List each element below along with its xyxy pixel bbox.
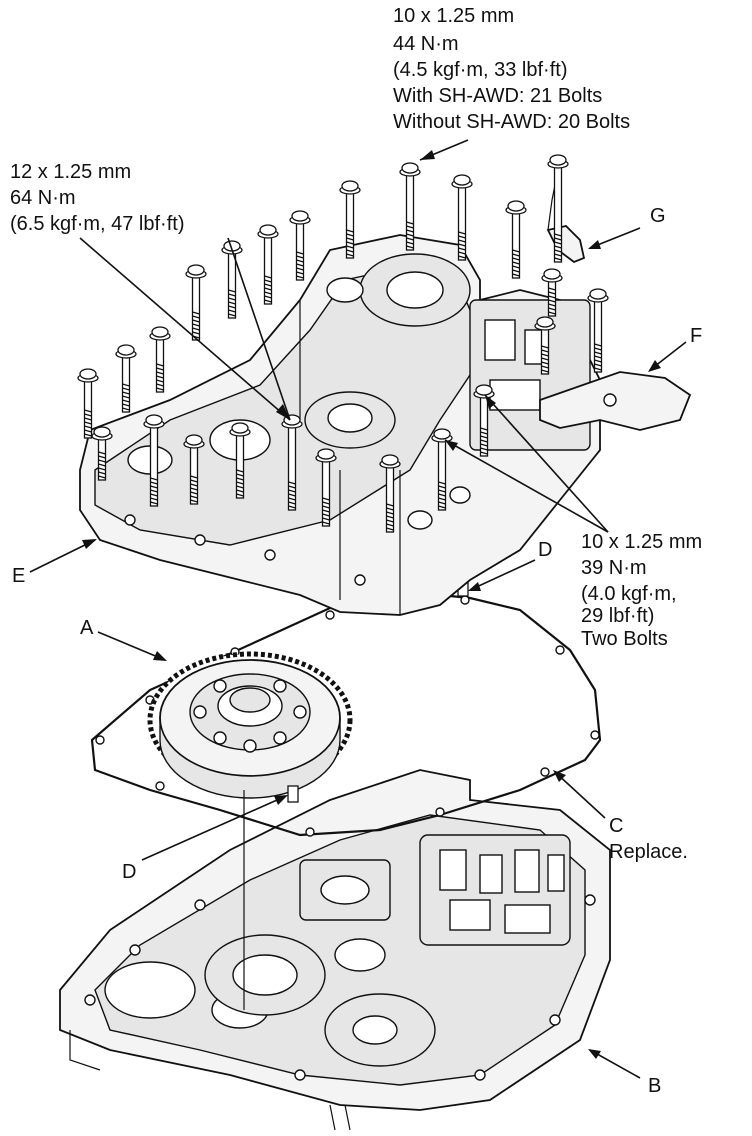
spec-top-line4: With SH-AWD: 21 Bolts (393, 85, 602, 107)
callout-c: C (609, 815, 623, 837)
spec-top-block: 10 x 1.25 mm 44 N·m (4.5 kgf·m, 33 lbf·f… (393, 5, 630, 133)
spec-right-line3: (4.0 kgf·m, (581, 583, 677, 605)
clamp-g (546, 179, 586, 264)
bolt (541, 268, 563, 317)
callout-a: A (80, 617, 94, 639)
bolt (229, 422, 251, 499)
spec-top-line2: 44 N·m (393, 33, 459, 55)
spec-right-line2: 39 N·m (581, 557, 647, 579)
spec-left-line2: 64 N·m (10, 187, 76, 209)
bolt (115, 344, 137, 413)
spec-top-line5: Without SH-AWD: 20 Bolts (393, 111, 630, 133)
spec-top-line3: (4.5 kgf·m, 33 lbf·ft) (393, 59, 568, 81)
callout-e: E (12, 565, 25, 587)
bolt (339, 180, 361, 259)
bolt (257, 224, 279, 305)
bolt (451, 174, 473, 261)
bolt (505, 200, 527, 279)
bolt (149, 326, 171, 393)
bolt (183, 434, 205, 505)
callout-g: G (650, 205, 666, 227)
bolt (281, 414, 303, 511)
spec-left-line3: (6.5 kgf·m, 47 lbf·ft) (10, 213, 185, 235)
bolt (91, 426, 113, 481)
bolt (473, 384, 495, 457)
bolt (289, 210, 311, 281)
callout-d-lower: D (122, 861, 136, 883)
dowel-pin-lower (287, 785, 299, 803)
bolt-set (77, 154, 609, 533)
bolt (315, 448, 337, 527)
spec-left-block: 12 x 1.25 mm 64 N·m (6.5 kgf·m, 47 lbf·f… (10, 161, 185, 235)
bolt (77, 368, 99, 439)
callout-d-upper: D (538, 539, 552, 561)
callout-c-note: Replace. (609, 841, 688, 863)
callout-b: B (648, 1075, 661, 1097)
spec-right-line5: Two Bolts (581, 628, 668, 650)
spec-top-line1: 10 x 1.25 mm (393, 5, 514, 27)
bolt (399, 162, 421, 251)
spec-right-line1: 10 x 1.25 mm (581, 531, 702, 553)
bolt (221, 240, 243, 319)
bolt (185, 264, 207, 341)
spec-left-line1: 12 x 1.25 mm (10, 161, 131, 183)
bolt (587, 288, 609, 373)
leader-lines (29, 139, 687, 1079)
transmission-housing-b (59, 769, 611, 1131)
bracket-f (539, 371, 692, 431)
spec-right-line4: 29 lbf·ft) (581, 605, 654, 627)
bolt (143, 414, 165, 507)
gear-a (147, 651, 353, 799)
callout-f: F (690, 325, 702, 347)
bolt (534, 316, 556, 375)
bolt (431, 428, 453, 511)
bolt (547, 154, 569, 263)
bolt (379, 454, 401, 533)
spec-right-block: 10 x 1.25 mm 39 N·m (4.0 kgf·m, 29 lbf·f… (581, 531, 702, 650)
